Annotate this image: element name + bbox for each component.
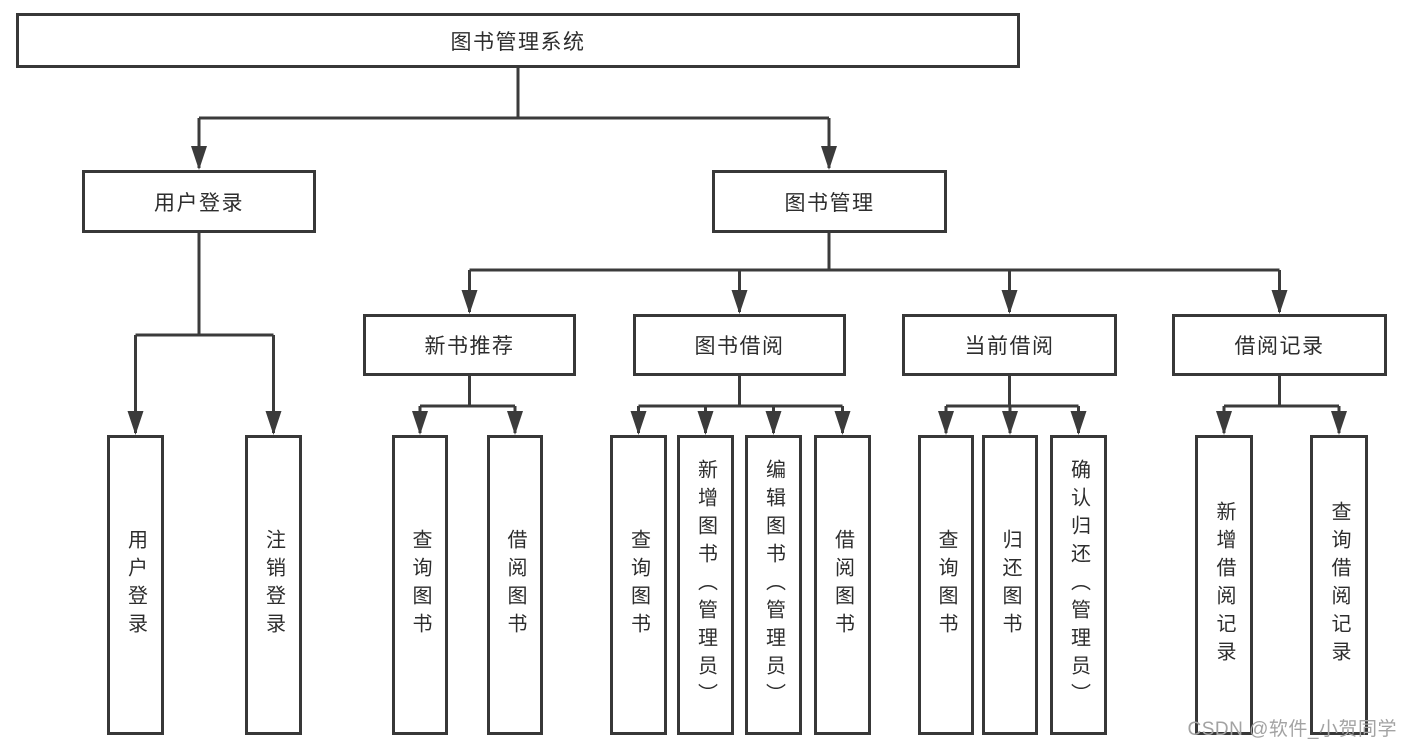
connector-book-borrow-children (630, 376, 851, 435)
node-book-borrow: 图书借阅 (633, 314, 846, 376)
leaf-query-books-1: 查询图书 (392, 435, 448, 735)
leaf-query-books-3: 查询图书 (918, 435, 974, 735)
leaf-confirm-return-admin-label: 确认归还（管理员） (1067, 459, 1090, 711)
leaf-return-book-label: 归还图书 (999, 529, 1021, 641)
node-current-borrow: 当前借阅 (902, 314, 1117, 376)
node-current-borrow-label: 当前借阅 (964, 335, 1055, 358)
leaf-borrow-books-2-label: 借阅图书 (831, 529, 854, 641)
leaf-query-books-2-label: 查询图书 (627, 529, 650, 641)
connector-root-to-level2 (191, 68, 837, 170)
node-book-management-label: 图书管理 (784, 191, 875, 215)
node-user-login: 用户登录 (82, 170, 316, 233)
leaf-logout-label: 注销登录 (262, 529, 285, 641)
connector-current-borrow-children (938, 376, 1087, 435)
connector-new-book-children (412, 376, 523, 435)
leaf-user-login-label: 用户登录 (124, 529, 147, 641)
node-new-book-recommend-label: 新书推荐 (424, 335, 515, 358)
leaf-query-books-2: 查询图书 (610, 435, 667, 735)
csdn-watermark: CSDN @软件_小贺同学 (1187, 719, 1397, 740)
leaf-add-book-admin: 新增图书（管理员） (677, 435, 734, 735)
node-root-label: 图书管理系统 (450, 30, 586, 54)
connector-book-management-children (461, 233, 1288, 314)
leaf-borrow-books-1: 借阅图书 (487, 435, 543, 735)
leaf-query-books-3-label: 查询图书 (935, 529, 957, 641)
leaf-return-book: 归还图书 (982, 435, 1038, 735)
leaf-query-borrow-record: 查询借阅记录 (1310, 435, 1368, 735)
node-root: 图书管理系统 (16, 13, 1020, 68)
node-borrow-records-label: 借阅记录 (1234, 335, 1325, 358)
leaf-query-borrow-record-label: 查询借阅记录 (1328, 501, 1350, 669)
connector-user-login-children (127, 233, 282, 435)
leaf-logout: 注销登录 (245, 435, 302, 735)
connector-borrow-records-children (1216, 376, 1347, 435)
leaf-add-book-admin-label: 新增图书（管理员） (694, 459, 717, 711)
node-new-book-recommend: 新书推荐 (363, 314, 576, 376)
node-book-borrow-label: 图书借阅 (694, 335, 785, 358)
leaf-add-borrow-record-label: 新增借阅记录 (1213, 501, 1235, 669)
leaf-query-books-1-label: 查询图书 (409, 529, 431, 641)
leaf-edit-book-admin-label: 编辑图书（管理员） (762, 459, 785, 711)
node-user-login-label: 用户登录 (154, 191, 244, 215)
node-book-management: 图书管理 (712, 170, 947, 233)
leaf-borrow-books-2: 借阅图书 (814, 435, 871, 735)
node-borrow-records: 借阅记录 (1172, 314, 1387, 376)
leaf-edit-book-admin: 编辑图书（管理员） (745, 435, 802, 735)
leaf-confirm-return-admin: 确认归还（管理员） (1050, 435, 1107, 735)
leaf-add-borrow-record: 新增借阅记录 (1195, 435, 1253, 735)
leaf-user-login: 用户登录 (107, 435, 164, 735)
leaf-borrow-books-1-label: 借阅图书 (504, 529, 526, 641)
